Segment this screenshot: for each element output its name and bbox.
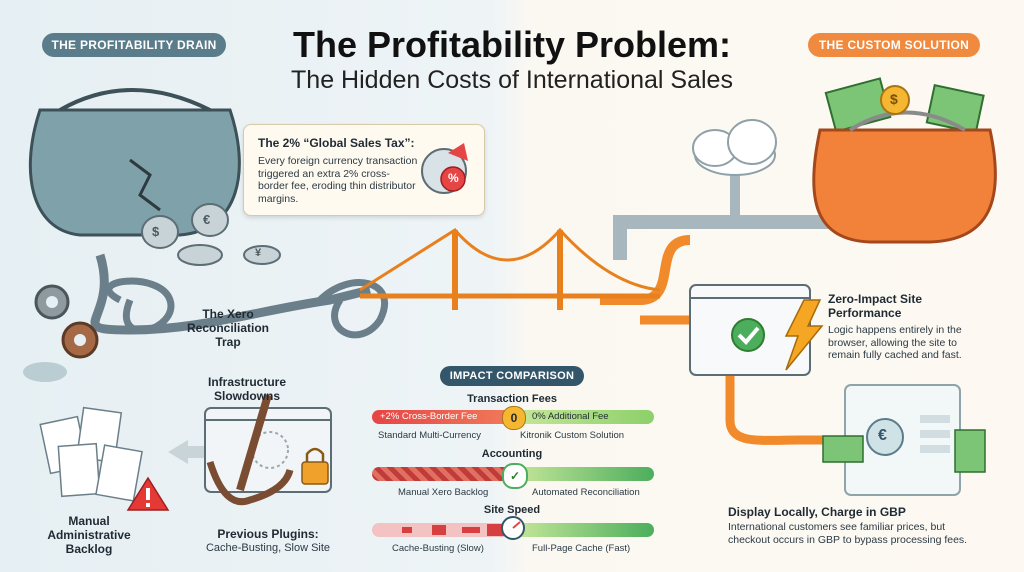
lightning-icon — [784, 299, 824, 371]
accounting-bar — [372, 467, 654, 481]
cracked-purse-icon — [28, 88, 241, 237]
sales-tax-callout: The 2% “Global Sales Tax”: Every foreign… — [243, 124, 485, 216]
knot-pipe-2 — [317, 279, 389, 339]
warning-icon — [126, 476, 170, 511]
callout-body: Every foreign currency transaction trigg… — [258, 155, 418, 205]
speed-bar-left — [372, 523, 513, 537]
cloud-pipe — [613, 215, 860, 260]
papers-icon — [39, 406, 143, 502]
gears-icon — [34, 284, 99, 359]
accounting-right-label: Automated Reconciliation — [532, 487, 640, 498]
euro-coin-label: € — [203, 212, 211, 227]
coins-icon — [141, 203, 281, 266]
knot-pipe — [105, 277, 175, 334]
speedometer-icon — [501, 516, 525, 540]
anchor-icon — [206, 393, 294, 506]
orange-pipe-3 — [725, 360, 830, 445]
fee-bar-left-text: +2% Cross-Border Fee — [380, 411, 478, 422]
manual-backlog-label: Manual Administrative Backlog — [47, 514, 131, 556]
previous-plugins-body: Cache-Busting, Slow Site — [205, 542, 331, 554]
left-arrow-icon — [168, 440, 205, 464]
page-subtitle: The Hidden Costs of International Sales — [291, 66, 733, 94]
page-title: The Profitability Problem: — [292, 24, 732, 65]
gbp-window-icon — [822, 384, 986, 496]
cloud-icon — [692, 119, 777, 176]
accounting-bar-left — [372, 467, 513, 481]
transaction-fees-title: Transaction Fees — [467, 393, 557, 405]
padlock-icon — [301, 447, 329, 485]
previous-plugins-title: Previous Plugins: — [217, 527, 319, 541]
checkmark-badge: ✓ — [502, 463, 528, 489]
bridge-icon — [359, 227, 661, 310]
fee-bar-left — [372, 410, 513, 424]
fee-left-label: Standard Multi-Currency — [378, 430, 481, 441]
xero-trap-label: The Xero Reconciliation Trap — [186, 307, 269, 349]
transaction-fees-bar: +2% Cross-Border Fee 0% Additional Fee — [372, 410, 654, 424]
zero-impact-title: Zero-Impact Site Performance — [828, 292, 923, 320]
speed-bar-right — [513, 523, 654, 537]
site-speed-bar — [372, 523, 654, 537]
speed-block — [432, 525, 446, 535]
speed-block — [462, 527, 480, 533]
accounting-bar-right — [513, 467, 654, 481]
fee-bar-right — [513, 410, 654, 424]
speed-block — [402, 527, 412, 533]
custom-solution-pill: THE CUSTOM SOLUTION — [808, 33, 980, 57]
fee-coin-icon — [421, 143, 468, 194]
impact-comparison-pill: IMPACT COMPARISON — [440, 366, 584, 386]
display-locally-body: International customers see familiar pri… — [728, 521, 968, 546]
zero-badge: 0 — [502, 406, 526, 430]
display-locally-title: Display Locally, Charge in GBP — [728, 505, 906, 519]
zero-impact-body: Logic happens entirely in the browser, a… — [828, 324, 962, 361]
speed-right-label: Full-Page Cache (Fast) — [532, 543, 631, 554]
yen-coin-label: ¥ — [255, 247, 262, 259]
profitability-drain-pill: THE PROFITABILITY DRAIN — [42, 33, 226, 57]
puddle-icon — [23, 362, 67, 382]
full-purse-icon — [812, 77, 997, 244]
fee-right-label: Kitronik Custom Solution — [520, 430, 625, 441]
dollar-coin-label-right: $ — [890, 91, 898, 107]
orange-pipe — [600, 235, 691, 305]
site-speed-title: Site Speed — [483, 504, 541, 516]
percent-icon: % — [448, 171, 459, 185]
accounting-left-label: Manual Xero Backlog — [398, 487, 489, 498]
infrastructure-label: Infrastructure Slowdowns — [207, 375, 287, 403]
accounting-title: Accounting — [481, 448, 543, 460]
dollar-coin-label: $ — [152, 224, 160, 239]
callout-title: The 2% “Global Sales Tax”: — [258, 136, 415, 150]
site-window-icon — [689, 284, 811, 376]
fee-bar-right-text: 0% Additional Fee — [532, 411, 609, 422]
euro-price-label: € — [878, 427, 887, 444]
speed-left-label: Cache-Busting (Slow) — [392, 543, 484, 554]
